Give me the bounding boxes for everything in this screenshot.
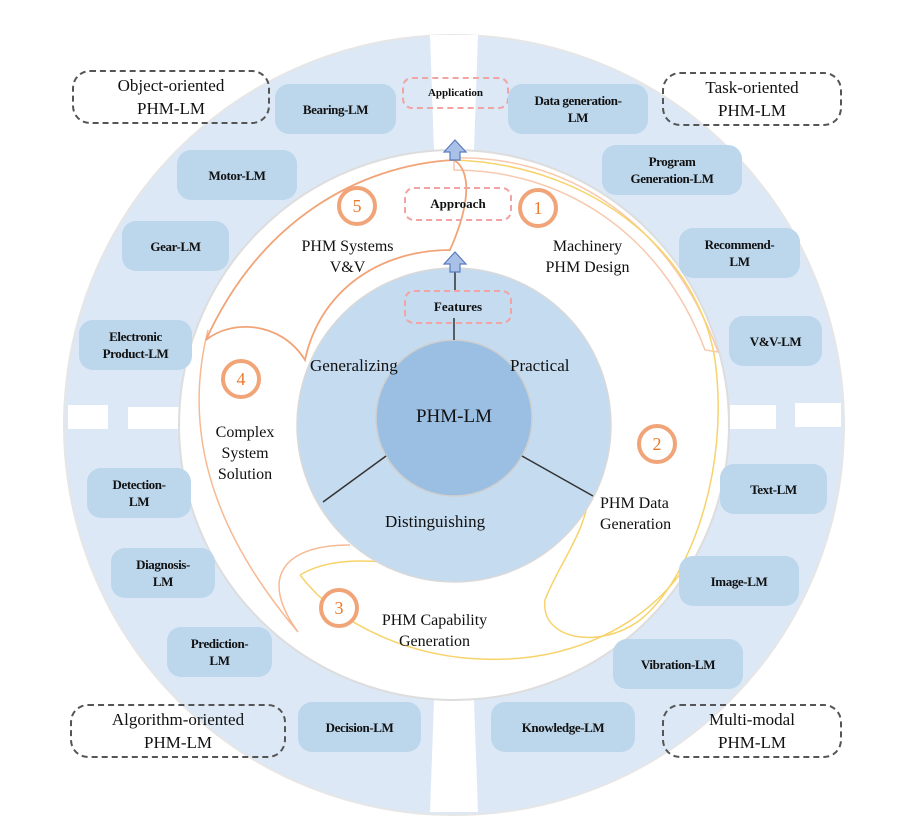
model-decision-lm: Decision-LM — [298, 702, 421, 752]
model-diagnosis-lm: Diagnosis- LM — [111, 548, 215, 598]
stage-2-label: PHM Data Generation — [600, 495, 672, 533]
ring-gap-left-2 — [128, 407, 180, 429]
model-vibration-lm: Vibration-LM — [613, 639, 743, 689]
feature-generalizing: Generalizing — [310, 356, 398, 375]
stage-5-petal — [205, 159, 468, 363]
stage-3-label: PHM Capability Generation — [381, 612, 488, 650]
stage-1-label: Machinery PHM Design — [545, 238, 630, 276]
divider-left — [322, 455, 387, 503]
ring-gap-right-2 — [795, 403, 841, 427]
ring-gap-left-1 — [68, 405, 108, 429]
application-tag: Application — [402, 77, 509, 109]
model-motor-lm: Motor-LM — [177, 150, 297, 200]
model-bearing-lm: Bearing-LM — [275, 84, 396, 134]
stage-2-badge: 2 — [637, 424, 677, 464]
ring-gap-top — [430, 35, 478, 150]
model-image-lm: Image-LM — [679, 556, 799, 606]
model-electronic-product-lm: Electronic Product-LM — [79, 320, 192, 370]
model-prediction-lm: Prediction- LM — [167, 627, 272, 677]
stage-4-badge: 4 — [221, 359, 261, 399]
model-vv-lm: V&V-LM — [729, 316, 822, 366]
features-tag: Features — [404, 290, 512, 324]
model-program-generation-lm: Program Generation-LM — [602, 145, 742, 195]
category-multi-modal: Multi-modal PHM-LM — [662, 704, 842, 758]
model-knowledge-lm: Knowledge-LM — [491, 702, 635, 752]
arrow-up-icon — [442, 139, 468, 161]
model-recommend-lm: Recommend- LM — [679, 228, 800, 278]
stage-3-badge: 3 — [319, 588, 359, 628]
feature-practical: Practical — [510, 356, 570, 375]
model-detection-lm: Detection- LM — [87, 468, 191, 518]
feature-distinguishing: Distinguishing — [385, 512, 486, 531]
stage-4-label: Complex System Solution — [215, 424, 275, 483]
arrow-up-icon — [442, 251, 468, 273]
approach-tag: Approach — [404, 187, 512, 221]
category-task-oriented: Task-oriented PHM-LM — [662, 72, 842, 126]
ring-gap-bottom — [430, 700, 478, 812]
ring-gap-right-1 — [730, 405, 776, 429]
stage-4-petal — [198, 329, 351, 633]
category-algorithm-oriented: Algorithm-oriented PHM-LM — [70, 704, 286, 758]
category-object-oriented: Object-oriented PHM-LM — [72, 70, 270, 124]
stage-1-petal — [453, 157, 720, 353]
stage-5-label: PHM Systems V&V — [301, 238, 394, 276]
model-text-lm: Text-LM — [720, 464, 827, 514]
stage-5-badge: 5 — [337, 186, 377, 226]
center-title: PHM-LM — [415, 406, 492, 427]
divider-right — [521, 455, 594, 497]
model-data-generation-lm: Data generation- LM — [508, 84, 648, 134]
stage-1-badge: 1 — [518, 188, 558, 228]
model-gear-lm: Gear-LM — [122, 221, 229, 271]
